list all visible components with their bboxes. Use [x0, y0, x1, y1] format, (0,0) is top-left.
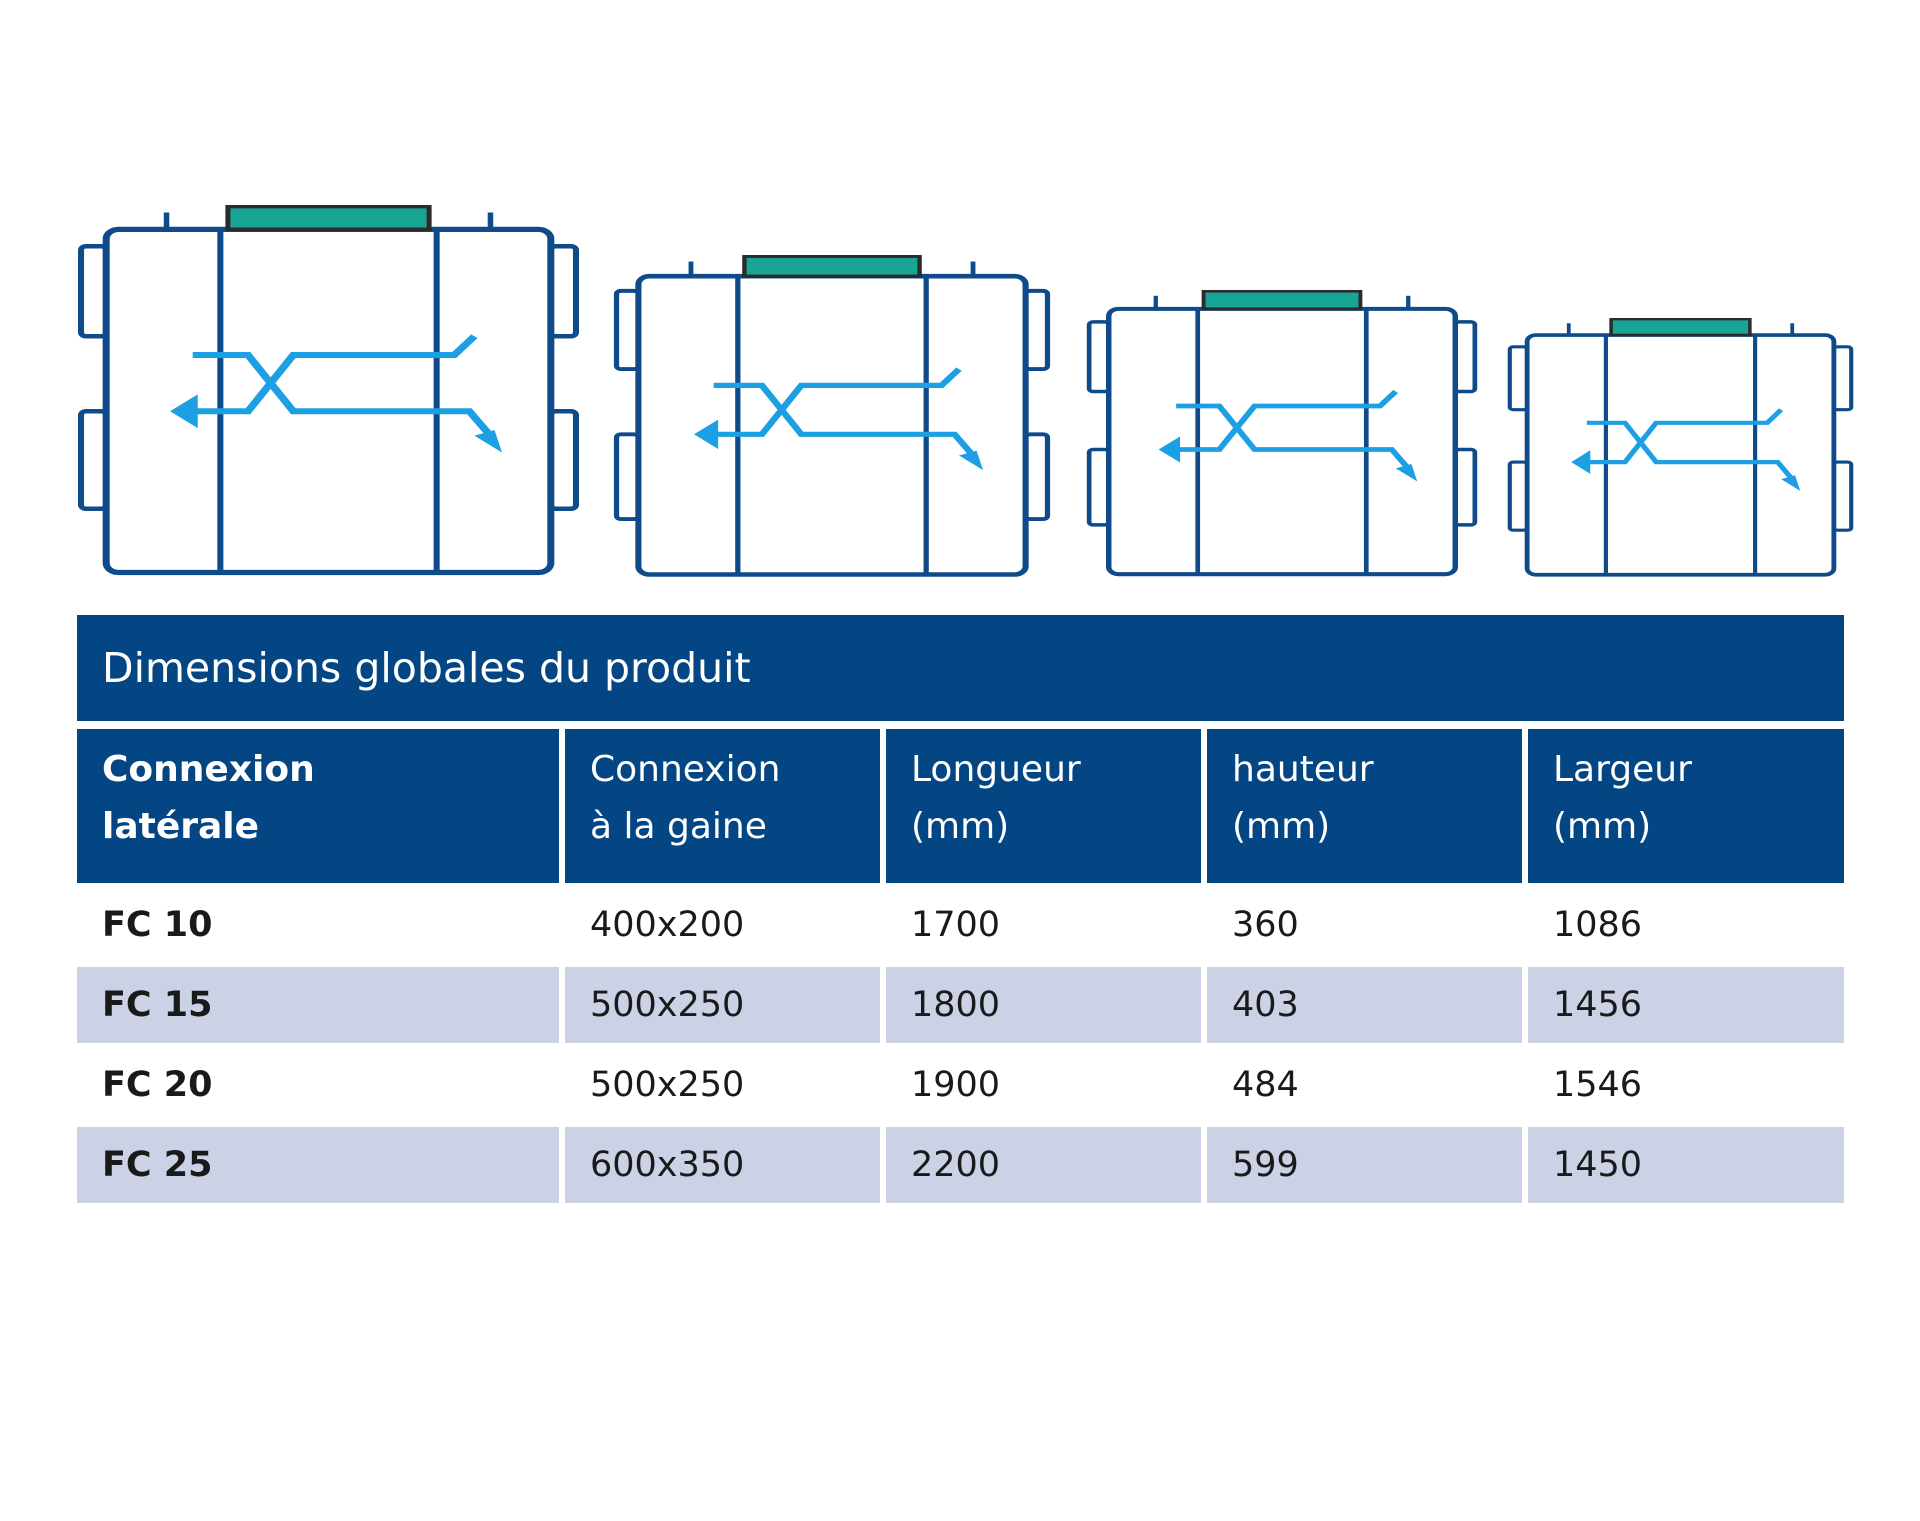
right-port-top	[547, 244, 579, 339]
table-cell: 360	[1232, 905, 1299, 945]
table-grid: Connexion latérale Connexion à la gaine …	[77, 729, 1844, 1203]
header-line: Connexion	[102, 749, 315, 790]
unit-top-panel	[1201, 290, 1363, 311]
left-port-bottom	[78, 409, 110, 511]
unit-fc20-illustration	[1086, 290, 1478, 580]
table-row: FC 25 600x350 2200 599 1450	[77, 1127, 1844, 1203]
airflow-arrow-incoming	[1176, 390, 1399, 452]
table-cell: 1450	[1528, 1127, 1844, 1203]
table-cell: 500x250	[565, 967, 880, 1043]
right-port-bottom	[547, 409, 579, 511]
units-illustration	[0, 0, 1920, 600]
left-port-bottom	[613, 432, 642, 522]
airflow-arrow-outgoing	[1176, 403, 1413, 472]
table-cell: 400x200	[590, 905, 745, 945]
left-port-top	[613, 288, 642, 372]
table-cell: 600x350	[565, 1127, 880, 1203]
table-cell: FC 20	[102, 1065, 213, 1105]
unit-body	[1105, 306, 1459, 577]
airflow-arrow-outgoing	[713, 382, 978, 459]
airflow-arrowhead-incoming	[694, 419, 719, 449]
airflow-arrow-incoming	[192, 334, 478, 415]
header-line: (mm)	[911, 806, 1010, 847]
header-longueur: Longueur (mm)	[886, 729, 1201, 883]
table-cell: 1800	[886, 967, 1201, 1043]
left-port-bottom	[1086, 447, 1112, 527]
airflow-arrowhead-outgoing	[474, 430, 503, 453]
unit-top-panel	[1609, 318, 1752, 337]
table-row: FC 15 500x250 1800 403 1456	[77, 967, 1844, 1043]
table-cell: 1700	[911, 905, 1001, 945]
dimensions-table: Dimensions globales du produit Connexion…	[77, 615, 1844, 1203]
table-row: FC 10 400x200 1700 360 1086	[77, 887, 1844, 963]
left-port-bottom	[1507, 460, 1530, 532]
airflow-arrowhead-outgoing	[1395, 464, 1418, 482]
airflow-arrowhead-incoming	[1158, 436, 1181, 463]
table-cell: 500x250	[590, 1065, 745, 1105]
table-cell: 1456	[1528, 967, 1844, 1043]
airflow-arrowhead-outgoing	[1781, 475, 1801, 491]
header-line: Largeur	[1553, 749, 1692, 790]
airflow-arrow-incoming	[713, 367, 962, 437]
left-port-top	[78, 244, 110, 339]
airflow-arrowhead-outgoing	[959, 450, 984, 471]
header-line: latérale	[102, 806, 260, 847]
header-line: Longueur	[911, 749, 1081, 790]
airflow-arrowhead-incoming	[170, 394, 198, 429]
unit-body	[635, 273, 1029, 577]
airflow-arrow-incoming	[1586, 408, 1784, 465]
header-line: (mm)	[1553, 806, 1652, 847]
left-port-top	[1507, 345, 1530, 412]
table-cell: 403	[1207, 967, 1522, 1043]
table-cell: 599	[1207, 1127, 1522, 1203]
unit-top-panel	[742, 255, 922, 278]
table-cell: 1546	[1553, 1065, 1643, 1105]
table-cell: 484	[1232, 1065, 1299, 1105]
unit-fc10-illustration	[77, 205, 580, 580]
header-hauteur: hauteur (mm)	[1207, 729, 1522, 883]
table-cell: 1086	[1553, 905, 1643, 945]
left-port-top	[1086, 320, 1112, 394]
table-cell: FC 25	[77, 1127, 559, 1203]
header-connexion-laterale: Connexion latérale	[77, 729, 559, 883]
table-cell: FC 15	[77, 967, 559, 1043]
unit-fc15-illustration	[613, 255, 1051, 581]
right-port-bottom	[1452, 447, 1478, 527]
header-line: Connexion	[590, 749, 781, 790]
right-port-top	[1831, 345, 1854, 412]
right-port-bottom	[1022, 432, 1051, 522]
unit-body	[102, 226, 555, 576]
unit-fc25-illustration	[1507, 318, 1854, 580]
unit-body	[1524, 333, 1837, 577]
header-connexion-gaine: Connexion à la gaine	[565, 729, 880, 883]
airflow-arrow-outgoing	[192, 352, 496, 440]
header-line: hauteur	[1232, 749, 1374, 790]
header-largeur: Largeur (mm)	[1528, 729, 1844, 883]
header-line: (mm)	[1232, 806, 1331, 847]
table-row: FC 20 500x250 1900 484 1546	[77, 1047, 1844, 1123]
right-port-bottom	[1831, 460, 1854, 532]
table-cell: FC 10	[102, 905, 213, 945]
right-port-top	[1022, 288, 1051, 372]
table-title: Dimensions globales du produit	[77, 615, 1844, 721]
airflow-arrowhead-incoming	[1571, 450, 1591, 474]
right-port-top	[1452, 320, 1478, 394]
header-line: à la gaine	[590, 806, 767, 847]
unit-top-panel	[225, 205, 432, 232]
table-cell: 1900	[911, 1065, 1001, 1105]
table-header-row: Connexion latérale Connexion à la gaine …	[77, 729, 1844, 883]
airflow-arrow-outgoing	[1586, 420, 1796, 482]
table-cell: 2200	[886, 1127, 1201, 1203]
